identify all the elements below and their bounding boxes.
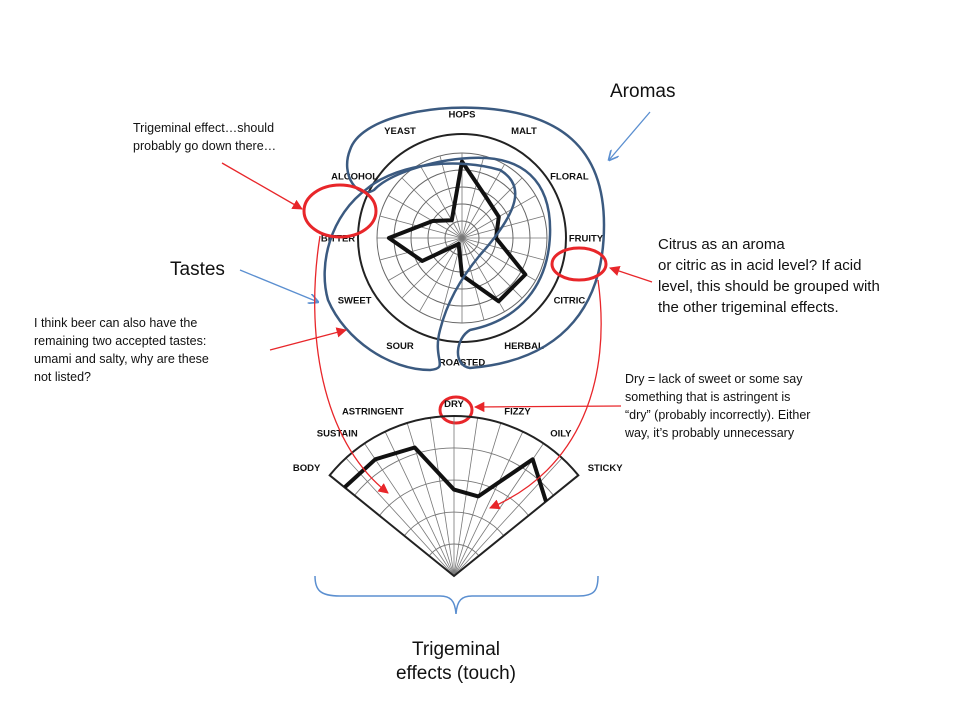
wheel-label-alcohol: ALCOHOL [331, 172, 378, 183]
fan-grid-spokes [329, 416, 579, 577]
wheel-spoke [461, 155, 485, 239]
citric-highlight-circle [550, 246, 608, 282]
aromas-arrow [609, 111, 651, 160]
dry-note-arrow [473, 401, 622, 413]
trigeminal-bracket [314, 575, 599, 615]
tastes-note-arrow [269, 327, 348, 351]
note-line: Citrus as an aroma [658, 236, 785, 253]
note-line: the other trigeminal effects. [658, 299, 839, 316]
fan-spoke [430, 417, 455, 577]
fan-label-astringent: ASTRINGENT [342, 407, 404, 418]
wheel-data-polygon [386, 159, 528, 304]
fan-label-oily: OILY [550, 428, 572, 439]
citrus-note-arrow [609, 266, 653, 283]
dry-note: Dry = lack of sweet or some say somethin… [625, 370, 810, 442]
fan-label-sticky: STICKY [588, 463, 624, 474]
wheel-spoke [388, 195, 463, 239]
wheel-label-citric: CITRIC [554, 296, 586, 307]
fan-spoke [345, 457, 455, 577]
note-line: “dry” (probably incorrectly). Either [625, 408, 811, 422]
wheel-grid-spokes [377, 153, 547, 323]
aromas-title: Aromas [610, 81, 676, 102]
wheel-label-bitter: BITTER [321, 234, 355, 245]
fan-spoke [453, 422, 502, 577]
fan-spoke [453, 431, 524, 577]
tastes-arrow [239, 269, 318, 302]
wheel-spoke [439, 155, 463, 239]
tastes-title: Tastes [170, 259, 225, 280]
wheel-label-fruity: FRUITY [569, 234, 604, 245]
fan-label-dry: DRY [444, 399, 464, 410]
wheel-label-floral: FLORAL [550, 172, 589, 183]
tastes-note: I think beer can also have the remaining… [34, 314, 209, 386]
note-line: Dry = lack of sweet or some say [625, 372, 803, 386]
note-line: or citric as in acid level? If acid [658, 257, 862, 274]
note-line: Trigeminal effect…should [133, 121, 275, 135]
note-line: I think beer can also have the [34, 316, 198, 330]
wheel-label-malt: MALT [511, 126, 537, 137]
dry-highlight-circle [438, 395, 474, 425]
alcohol-highlight-circle [302, 183, 378, 239]
fan-spoke [453, 417, 478, 577]
fan-data-line [343, 445, 548, 503]
wheel-spoke [461, 164, 505, 239]
fan-label-sustain: SUSTAIN [317, 428, 358, 439]
note-line: something that is astringent is [625, 390, 791, 404]
fan-spoke [453, 443, 544, 577]
fan-axis-labels: BODY SUSTAIN ASTRINGENT DRY FIZZY OILY STICKY [293, 399, 623, 474]
wheel-spoke [461, 237, 485, 321]
trigeminal-note: Trigeminal effect…should probably go dow… [133, 119, 276, 155]
wheel-label-sweet: SWEET [338, 296, 372, 307]
fan-spoke [453, 457, 563, 577]
trigeminal-note-arrow [221, 162, 303, 210]
note-line: way, it’s probably unnecessary [625, 426, 795, 440]
note-line: probably go down there… [133, 139, 277, 153]
citric-to-fan-curve [489, 279, 602, 510]
note-line: umami and salty, why are these [34, 352, 209, 366]
trigeminal-title-line: effects (touch) [395, 663, 517, 684]
note-line: level, this should be grouped with [658, 278, 880, 295]
wheel-spoke [419, 164, 463, 239]
alcohol-to-fan-curve [314, 235, 389, 494]
fan-label-body: BODY [293, 463, 321, 474]
tastes-group-outline [323, 162, 517, 372]
wheel-outer-ring [357, 133, 567, 343]
trigeminal-title: Trigeminal effects (touch) [376, 638, 536, 686]
note-line: remaining two accepted tastes: [34, 334, 207, 348]
note-line: not listed? [34, 370, 91, 384]
citrus-note: Citrus as an aroma or citric as in acid … [658, 234, 880, 318]
fan-spoke [384, 431, 455, 577]
wheel-spoke [401, 177, 463, 239]
wheel-spoke [419, 237, 463, 312]
fan-outline [328, 415, 580, 578]
wheel-label-hops: HOPS [449, 110, 476, 121]
trigeminal-title-line: Trigeminal [412, 639, 500, 660]
wheel-axis-labels: HOPSMALTFLORALFRUITYCITRICHERBALROASTEDS… [321, 110, 604, 369]
wheel-label-sour: SOUR [386, 341, 414, 352]
mouthfeel-fan: BODY SUSTAIN ASTRINGENT DRY FIZZY OILY STICKY [293, 399, 623, 578]
flavor-wheel: HOPSMALTFLORALFRUITYCITRICHERBALROASTEDS… [321, 110, 604, 369]
wheel-label-herbal: HERBAL [504, 341, 544, 352]
fan-label-fizzy: FIZZY [504, 407, 531, 418]
wheel-label-yeast: YEAST [384, 126, 416, 137]
fan-spoke [364, 443, 455, 577]
wheel-spoke [379, 237, 463, 261]
